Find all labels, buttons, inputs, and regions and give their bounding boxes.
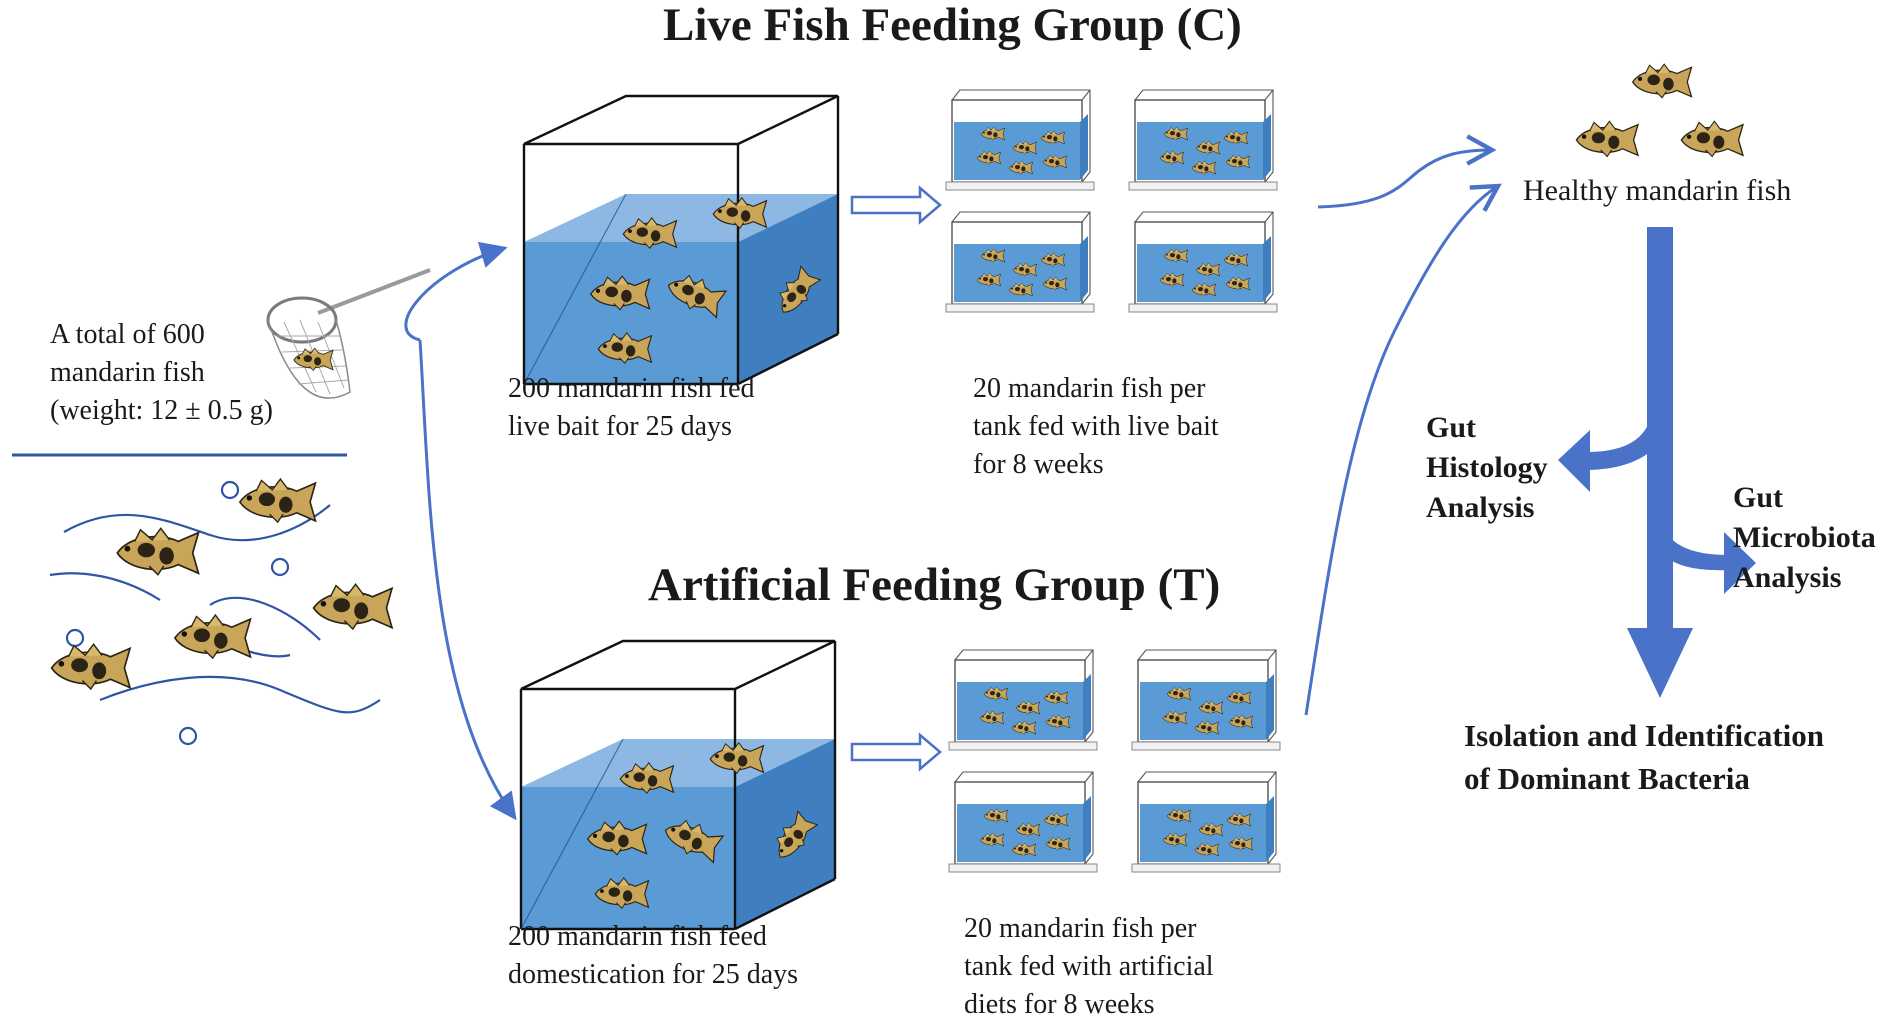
caption-line: live bait for 25 days [508, 411, 732, 442]
caption-line: domestication for 25 days [508, 959, 799, 990]
label-line: Analysis [1426, 491, 1535, 524]
live-tanks-caption: 20 mandarin fish per tank fed with live … [973, 370, 1219, 484]
gut-histology-label: Gut Histology Analysis [1426, 408, 1548, 528]
artificial-domestication-tank [521, 589, 835, 930]
gut-microbiota-label: Gut Microbiota Analysis [1733, 478, 1876, 598]
artificial-hollow-arrow [850, 732, 942, 772]
artificial-tanks-caption: 20 mandarin fish per tank fed with artif… [964, 910, 1214, 1019]
caption-line: tank fed with live bait [973, 411, 1219, 442]
arrow-artificial-to-healthy [1304, 183, 1502, 716]
analysis-branch-arrow [1558, 227, 1756, 698]
label-line: Isolation and Identification [1464, 718, 1825, 753]
artificial-tank-4 [1132, 772, 1280, 872]
artificial-tank-3 [949, 772, 1097, 872]
live-tank-4 [1129, 212, 1277, 312]
caption-line: 20 mandarin fish per [973, 373, 1206, 404]
live-group-title: Live Fish Feeding Group (C) [663, 0, 1242, 51]
artificial-domestication-caption: 200 mandarin fish feed domestication for… [508, 918, 798, 994]
source-line-1: A total of 600 [50, 319, 205, 350]
label-line: Microbiota [1733, 521, 1876, 554]
label-line: of Dominant Bacteria [1464, 761, 1750, 796]
arrow-live-to-healthy [1317, 134, 1497, 209]
source-description: A total of 600 mandarin fish (weight: 12… [50, 316, 273, 430]
live-tank-3 [946, 212, 1094, 312]
caption-line: diets for 8 weeks [964, 989, 1155, 1019]
live-hollow-arrow [850, 185, 942, 225]
caption-line: for 8 weeks [973, 449, 1104, 480]
isolation-label: Isolation and Identification of Dominant… [1464, 714, 1824, 800]
fish-school [50, 478, 393, 690]
healthy-fish-group [1575, 63, 1744, 158]
label-line: Analysis [1733, 561, 1842, 594]
artificial-tank-1 [949, 650, 1097, 750]
caption-line: tank fed with artificial [964, 951, 1214, 982]
arrow-to-live-group [404, 241, 508, 342]
arrow-to-artificial-group [418, 339, 517, 821]
caption-line: 200 mandarin fish feed [508, 921, 767, 952]
fish-pond-illustration [49, 480, 381, 746]
live-domestication-caption: 200 mandarin fish fed live bait for 25 d… [508, 370, 755, 446]
source-line-2: mandarin fish [50, 357, 205, 388]
label-line: Gut [1426, 411, 1477, 444]
live-tank-2 [1129, 90, 1277, 190]
label-line: Gut [1733, 481, 1784, 514]
source-line-3: (weight: 12 ± 0.5 g) [50, 395, 274, 426]
fishing-net-icon [266, 268, 431, 399]
artificial-group-title: Artificial Feeding Group (T) [648, 559, 1221, 611]
healthy-fish-label: Healthy mandarin fish [1523, 174, 1792, 207]
caption-line: 200 mandarin fish fed [508, 373, 755, 404]
artificial-tank-2 [1132, 650, 1280, 750]
label-line: Histology [1426, 451, 1548, 484]
live-domestication-tank [524, 44, 838, 385]
caption-line: 20 mandarin fish per [964, 913, 1197, 944]
live-tank-1 [946, 90, 1094, 190]
